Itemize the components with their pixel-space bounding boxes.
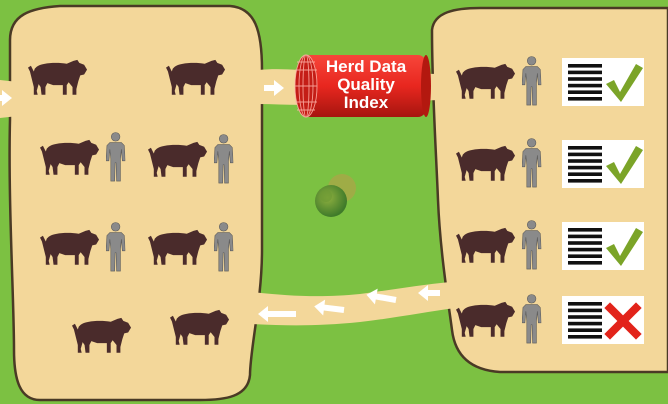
index-label-line3: Index	[344, 93, 389, 112]
index-label-line2: Quality	[337, 75, 395, 94]
tree-icon	[315, 174, 356, 217]
herd-data-quality-index: Herd Data Quality Index	[295, 55, 431, 117]
record-lines-icon	[562, 296, 644, 344]
index-label-line1: Herd Data	[326, 57, 407, 76]
